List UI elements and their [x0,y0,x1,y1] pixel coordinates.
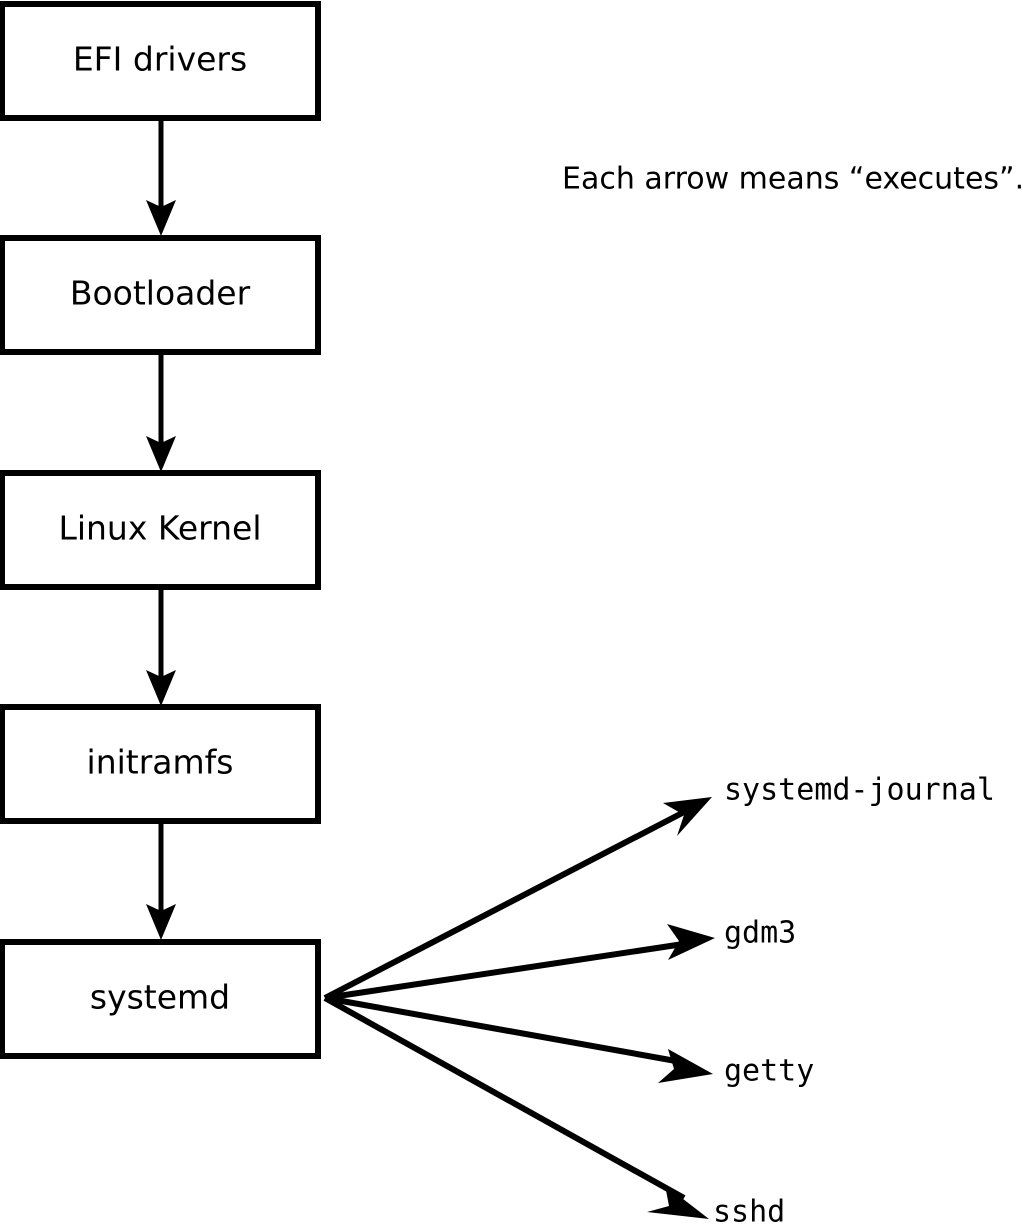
chain-arrow-efi-to-bootloader [146,118,176,236]
box-bootloader[interactable]: Bootloader [0,235,321,355]
fan-arrow-systemd-to-gdm3 [324,924,715,1001]
box-label-initramfs: initramfs [87,743,234,782]
box-systemd[interactable]: systemd [0,939,321,1059]
chain-arrow-bootloader-to-kernel [146,353,176,472]
arrow-head-icon [658,1049,713,1083]
arrow-head-icon [647,1185,709,1219]
arrow-head-icon [146,436,176,472]
chain-arrow-initramfs-to-systemd [146,823,176,940]
box-label-bootloader: Bootloader [70,274,251,313]
arrow-head-icon [667,924,715,960]
service-label-getty: getty [724,1054,814,1089]
arrow-head-icon [146,200,176,236]
box-initramfs[interactable]: initramfs [0,704,321,824]
chain-arrow-kernel-to-initramfs [146,588,176,706]
legend-note: Each arrow means “executes”. [562,162,1023,197]
fan-arrow-systemd-to-systemd-journal [323,797,712,1001]
fan-arrow-systemd-to-sshd [323,995,709,1219]
service-label-sshd: sshd [713,1195,785,1230]
arrow-head-icon [146,670,176,706]
arrow-head-icon [146,904,176,940]
box-efi-drivers[interactable]: EFI drivers [0,1,321,121]
box-label-linux-kernel: Linux Kernel [58,509,261,548]
box-label-systemd: systemd [90,978,230,1017]
service-label-gdm3: gdm3 [724,916,796,951]
fan-arrow-systemd-to-getty [324,995,713,1083]
service-label-systemd-journal: systemd-journal [724,773,995,808]
box-label-efi-drivers: EFI drivers [73,40,247,79]
box-linux-kernel[interactable]: Linux Kernel [0,470,321,590]
arrow-head-icon [663,797,712,836]
